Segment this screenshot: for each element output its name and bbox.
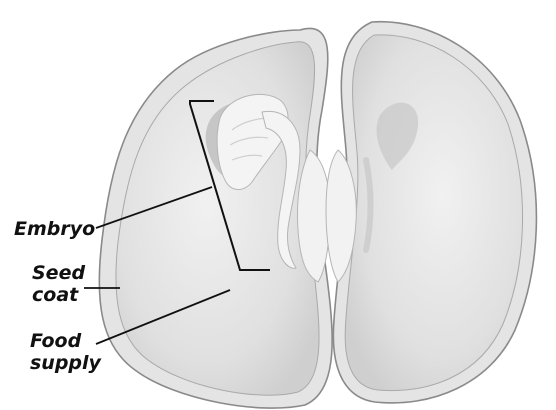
embryo-label: Embryo [14, 218, 95, 240]
embryo-label-text: Embryo [14, 218, 95, 240]
seed-coat-label-line2: coat [32, 284, 85, 306]
food-supply-label: Food supply [30, 330, 101, 374]
seed-coat-label: Seed coat [32, 262, 85, 306]
seed-coat-label-line1: Seed [32, 262, 85, 284]
food-supply-label-line1: Food [30, 330, 101, 352]
food-supply-label-line2: supply [30, 352, 101, 374]
